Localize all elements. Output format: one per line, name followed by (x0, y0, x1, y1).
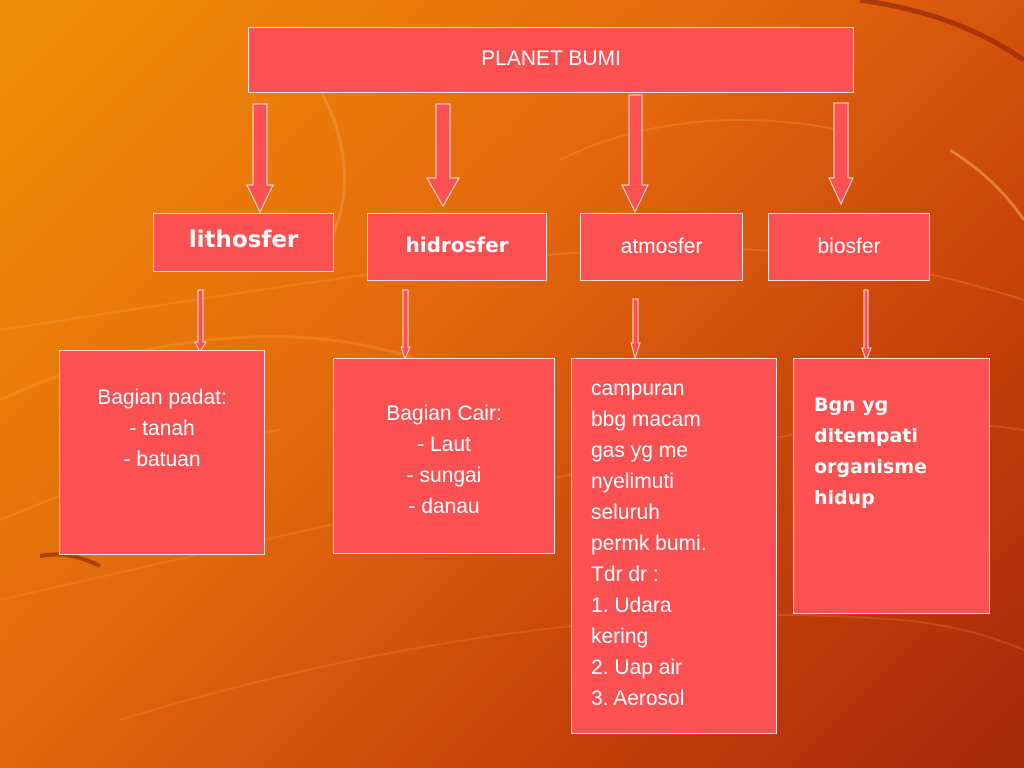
arrow-atmosfer-to-desc (630, 298, 641, 360)
desc-line: gas yg me (591, 439, 688, 462)
desc-line: kering (591, 625, 649, 648)
desc-line: - tanah (129, 417, 195, 440)
arrow-lithosfer-to-desc (194, 289, 207, 354)
desc-line: campuran (591, 377, 685, 400)
arrow-biosfer-to-desc (861, 289, 872, 363)
layer-node-label: lithosfer (188, 226, 299, 253)
arrow-root-to-hidrosfer (426, 103, 460, 208)
desc-node-hidrosfer: Bagian Cair: - Laut - sungai - danau (333, 358, 555, 554)
desc-node-biosfer: Bgn yg ditempati organisme hidup (793, 358, 990, 614)
desc-line: nyelimuti (591, 470, 674, 493)
desc-line: - sungai (406, 464, 482, 487)
desc-line: ditempati (814, 425, 918, 447)
desc-line: - batuan (123, 448, 201, 471)
desc-line: hidup (814, 487, 875, 509)
desc-line: - Laut (417, 433, 471, 456)
desc-text: Bgn yg ditempati organisme hidup (814, 390, 927, 514)
root-node-label: PLANET BUMI (481, 47, 621, 70)
desc-line: 2. Uap air (591, 656, 683, 679)
layer-node-atmosfer: atmosfer (580, 213, 743, 281)
desc-line: bbg macam (591, 408, 701, 431)
desc-line: Tdr dr : (591, 563, 659, 586)
layer-node-label: hidrosfer (405, 233, 509, 257)
desc-text: Bagian padat: - tanah - batuan (97, 382, 227, 475)
arrow-root-to-atmosfer (621, 94, 649, 214)
desc-line: Bagian Cair: (386, 402, 502, 425)
desc-line: seluruh (591, 501, 660, 524)
desc-line: 1. Udara (591, 594, 672, 617)
desc-text: campuran bbg macam gas yg me nyelimuti s… (591, 373, 707, 714)
desc-node-lithosfer: Bagian padat: - tanah - batuan (59, 350, 265, 555)
arrow-root-to-lithosfer (246, 103, 274, 214)
root-node-planet-bumi: PLANET BUMI (248, 27, 854, 93)
desc-line: Bgn yg (814, 394, 889, 416)
desc-node-atmosfer: campuran bbg macam gas yg me nyelimuti s… (571, 358, 777, 734)
desc-line: organisme (814, 456, 927, 478)
arrow-root-to-biosfer (828, 102, 854, 206)
desc-line: 3. Aerosol (591, 687, 685, 710)
layer-node-lithosfer: lithosfer (153, 213, 334, 272)
layer-node-hidrosfer: hidrosfer (367, 213, 547, 281)
desc-line: Bagian padat: (97, 386, 227, 409)
layer-node-label: biosfer (817, 235, 881, 258)
layer-node-biosfer: biosfer (768, 213, 930, 281)
desc-line: permk bumi. (591, 532, 707, 555)
desc-text: Bagian Cair: - Laut - sungai - danau (334, 398, 554, 522)
arrow-hidrosfer-to-desc (400, 289, 411, 361)
layer-node-label: atmosfer (620, 235, 703, 258)
desc-line: - danau (408, 495, 480, 518)
